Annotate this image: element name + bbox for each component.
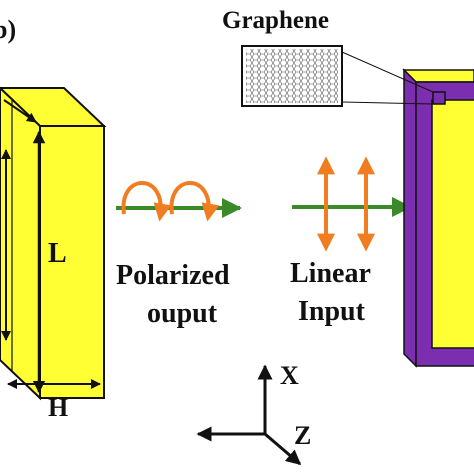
graphene-lattice-texture <box>246 49 338 103</box>
device-yellow-inner <box>431 99 474 349</box>
circular-polarization-loop-2 <box>169 181 220 222</box>
linear-label-line2: Input <box>298 296 366 327</box>
zoom-line-top <box>341 51 434 93</box>
right-graphene-device <box>402 68 474 368</box>
length-label: L <box>48 238 67 269</box>
polarized-output-beam: Polarized ouput <box>116 181 242 329</box>
x-axis-label: X <box>280 361 299 390</box>
coordinate-axes: X Z <box>196 361 311 466</box>
device-side-face <box>403 68 417 368</box>
zoom-line-bottom <box>341 101 434 105</box>
panel-letter: b) <box>0 15 16 44</box>
left-yellow-block: L H <box>0 86 107 422</box>
zoom-source-square <box>432 91 446 105</box>
height-label: H <box>48 393 68 422</box>
z-axis-label: Z <box>294 421 311 450</box>
polarized-label-line1: Polarized <box>116 260 230 291</box>
linear-input-beam: Linear Input <box>290 156 412 327</box>
graphene-inset: Graphene <box>222 7 434 107</box>
circular-polarization-loop-1 <box>121 181 172 222</box>
graphene-label: Graphene <box>222 7 329 34</box>
z-axis-arrow <box>264 432 302 466</box>
polarized-label-line2: ouput <box>147 298 218 329</box>
linear-label-line1: Linear <box>290 258 371 289</box>
block-front-face <box>39 125 105 399</box>
width-dimension-arrow <box>3 99 37 123</box>
